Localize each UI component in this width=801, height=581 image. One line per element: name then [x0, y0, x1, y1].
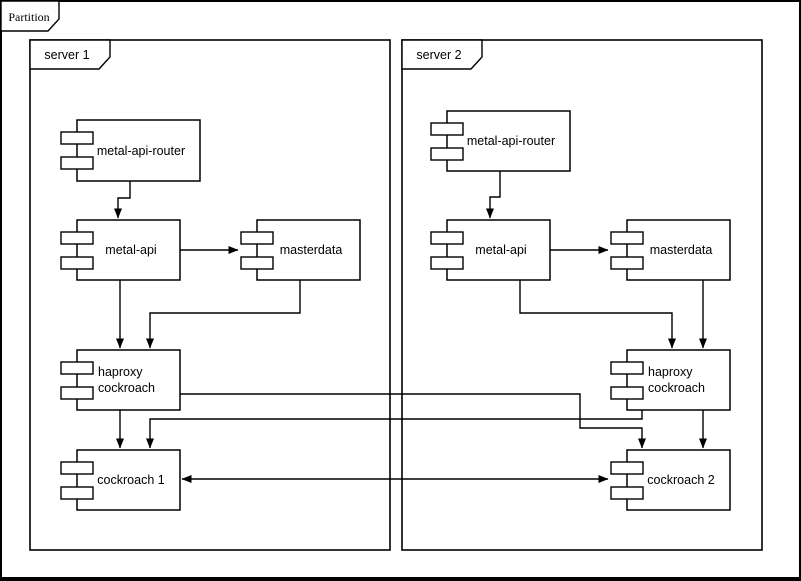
server2-label: server 2	[416, 48, 461, 62]
component-s1-metal-api: metal-api	[60, 219, 181, 281]
component-box	[626, 219, 731, 281]
component-box	[446, 110, 571, 172]
component-s2-haproxy-cockroach: haproxy cockroach	[610, 349, 731, 411]
component-s1-masterdata: masterdata	[240, 219, 361, 281]
component-s1-haproxy-cockroach: haproxy cockroach	[60, 349, 181, 411]
component-port-icon	[240, 231, 274, 245]
partition-tab	[0, 0, 60, 32]
component-port-icon	[610, 361, 644, 375]
component-port-icon	[60, 156, 94, 170]
component-box	[256, 219, 361, 281]
component-port-icon	[240, 256, 274, 270]
edge-s2-haproxy-to-s1-cockroach	[146, 410, 643, 449]
component-label: metal-api	[475, 243, 526, 257]
server2-frame: server 2	[401, 39, 763, 551]
component-label: cockroach 2	[647, 473, 714, 487]
edges	[114, 171, 707, 483]
component-port-icon	[60, 231, 94, 245]
component-s1-metal-api-router: metal-api-router	[60, 119, 201, 182]
component-port-icon	[60, 386, 94, 400]
component-port-icon	[60, 256, 94, 270]
server1-label: server 1	[44, 48, 89, 62]
component-port-icon	[430, 256, 464, 270]
server2-tab	[401, 39, 483, 70]
component-label-line2: cockroach	[98, 381, 155, 395]
component-s1-cockroach-1: cockroach 1	[60, 449, 181, 511]
component-port-icon	[610, 386, 644, 400]
component-label-line1: haproxy	[98, 365, 143, 379]
component-port-icon	[610, 486, 644, 500]
component-port-icon	[60, 486, 94, 500]
server1-border	[29, 39, 391, 551]
component-label: masterdata	[650, 243, 713, 257]
component-port-icon	[60, 461, 94, 475]
component-box	[626, 449, 731, 511]
component-port-icon	[610, 231, 644, 245]
component-port-icon	[60, 131, 94, 145]
edge-s2-api-to-s2-haproxy	[519, 280, 676, 349]
component-port-icon	[610, 256, 644, 270]
component-label: metal-api-router	[97, 144, 185, 158]
component-s2-metal-api-router: metal-api-router	[430, 110, 571, 172]
component-box	[626, 349, 731, 411]
component-box	[76, 119, 201, 182]
server1-tab	[29, 39, 111, 70]
server2-border	[401, 39, 763, 551]
partition-bottom-border	[0, 577, 801, 581]
component-box	[76, 449, 181, 511]
server1-frame: server 1	[29, 39, 391, 551]
component-s2-masterdata: masterdata	[610, 219, 731, 281]
edge-s1-masterdata-to-s1-haproxy	[146, 280, 301, 349]
component-box	[76, 349, 181, 411]
component-s2-cockroach-2: cockroach 2	[610, 449, 731, 511]
component-port-icon	[610, 461, 644, 475]
component-label: masterdata	[280, 243, 343, 257]
edge-s2-router-to-s2-api	[486, 171, 501, 219]
component-label: cockroach 1	[97, 473, 164, 487]
edge-s1-haproxy-to-s2-cockroach	[180, 393, 646, 449]
component-label-line2: cockroach	[648, 381, 705, 395]
component-s2-metal-api: metal-api	[430, 219, 551, 281]
component-port-icon	[430, 147, 464, 161]
partition-label: Partition	[8, 10, 49, 24]
edge-s1-router-to-s1-api	[114, 181, 131, 219]
component-label: metal-api-router	[467, 134, 555, 148]
component-box	[76, 219, 181, 281]
component-port-icon	[60, 361, 94, 375]
component-port-icon	[430, 231, 464, 245]
component-box	[446, 219, 551, 281]
component-port-icon	[430, 122, 464, 136]
component-label-line1: haproxy	[648, 365, 693, 379]
component-label: metal-api	[105, 243, 156, 257]
